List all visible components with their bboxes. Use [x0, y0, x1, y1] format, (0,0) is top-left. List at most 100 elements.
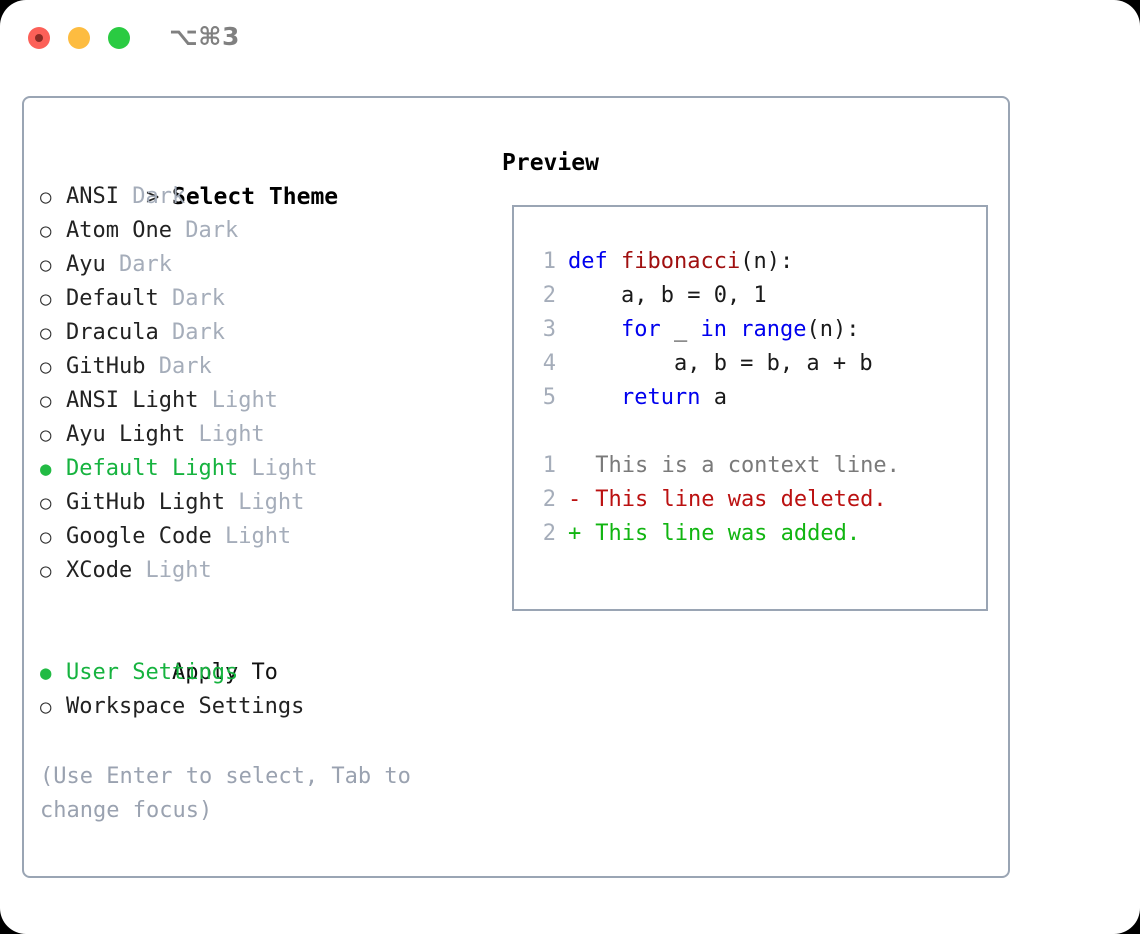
minimize-window-button[interactable]: [68, 27, 90, 49]
code-token-kw: in: [700, 317, 727, 342]
maximize-window-button[interactable]: [108, 27, 130, 49]
theme-option-kind: Dark: [171, 320, 225, 345]
code-token-kw: range: [740, 317, 807, 342]
code-line: 5 return a: [530, 381, 873, 415]
diff-gutter: [556, 483, 568, 517]
radio-selected-icon: ●: [40, 458, 52, 480]
radio-selected-icon: ●: [40, 662, 52, 684]
radio-unselected-icon: ○: [40, 696, 52, 718]
main-panel: >Select Theme ○ANSI Dark○Atom One Dark○A…: [22, 96, 1010, 878]
code-token-plain: (n):: [806, 317, 860, 342]
code-token-kw: return: [620, 385, 701, 410]
code-token-fn: fibonacci: [620, 249, 741, 274]
apply-to-options[interactable]: ●User Settings○Workspace Settings: [40, 656, 480, 724]
radio-unselected-icon: ○: [40, 560, 52, 582]
diff-gutter: [556, 449, 568, 483]
theme-option-xcode[interactable]: ○ XCode Light: [40, 554, 480, 588]
theme-option-label: ANSI Light: [66, 388, 212, 413]
theme-option-label: XCode: [66, 558, 146, 583]
theme-list-header: >Select Theme: [40, 146, 480, 210]
theme-list-header-label: Select Theme: [171, 184, 339, 210]
radio-unselected-icon: ○: [40, 424, 52, 446]
theme-option-kind: Light: [238, 490, 305, 515]
code-token-kw: def: [568, 249, 621, 274]
theme-option-github[interactable]: ○GitHub Dark: [40, 350, 480, 384]
theme-option-label: ANSI: [66, 184, 133, 209]
theme-option-label: Ayu: [66, 252, 119, 277]
theme-option-google-code[interactable]: ○Google Code Light: [40, 520, 480, 554]
theme-option-label: Default: [66, 286, 172, 311]
diff-line-number: 2: [542, 521, 556, 546]
theme-option-ansi-light[interactable]: ○ ANSI Light Light: [40, 384, 480, 418]
code-gutter: [556, 279, 568, 313]
diff-sign: +: [568, 521, 582, 546]
theme-option-ayu[interactable]: ○ Ayu Dark: [40, 248, 480, 282]
code-line: 4 a, b = b, a + b: [530, 347, 873, 381]
code-token-plain: [568, 317, 621, 342]
theme-option-ayu-light[interactable]: ○Ayu Light Light: [40, 418, 480, 452]
theme-option-github-light[interactable]: ○GitHub Light Light: [40, 486, 480, 520]
apply-to-header-label: Apply To: [171, 660, 278, 685]
theme-option-default[interactable]: ○ Default Dark: [40, 282, 480, 316]
code-token-plain: _: [660, 317, 701, 342]
code-line-number: 4: [542, 351, 556, 376]
code-gutter: [556, 381, 568, 415]
code-token-plain: a, b = b, a + b: [568, 351, 873, 376]
theme-option-atom-one[interactable]: ○ Atom One Dark: [40, 214, 480, 248]
code-token-plain: [727, 317, 740, 342]
window-title: ⌥⌘3: [169, 22, 240, 51]
radio-unselected-icon: ○: [40, 492, 52, 514]
spacer: [40, 588, 480, 622]
code-token-plain: a: [700, 385, 727, 410]
theme-option-kind: Light: [211, 388, 278, 413]
radio-unselected-icon: ○: [40, 526, 52, 548]
theme-option-label: Atom One: [66, 218, 186, 243]
diff-line-text: This line was added.: [582, 521, 861, 546]
apply-to-option-workspace-settings[interactable]: ○Workspace Settings: [40, 690, 480, 724]
close-icon: [35, 34, 43, 42]
code-token-kw: for: [620, 317, 661, 342]
code-token-plain: [568, 385, 621, 410]
theme-list-column: >Select Theme ○ANSI Dark○Atom One Dark○A…: [40, 146, 480, 724]
theme-options[interactable]: ○ANSI Dark○Atom One Dark○Ayu Dark○Defaul…: [40, 180, 480, 588]
diff-sample: 1 This is a context line. 2 - This line w…: [530, 449, 900, 551]
diff-line-number: 2: [542, 487, 556, 512]
diff-sign: [568, 449, 582, 483]
radio-unselected-icon: ○: [40, 356, 52, 378]
theme-option-ansi[interactable]: ○ANSI Dark: [40, 180, 480, 214]
code-line: 2 a, b = 0, 1: [530, 279, 873, 313]
radio-unselected-icon: ○: [40, 288, 52, 310]
radio-unselected-icon: ○: [40, 390, 52, 412]
theme-option-label: Google Code: [66, 524, 225, 549]
code-line-number: 5: [542, 385, 556, 410]
diff-line-number: 1: [542, 453, 556, 478]
preview-title: Preview: [502, 150, 599, 176]
theme-option-label: Dracula: [66, 320, 172, 345]
code-token-plain: (n):: [740, 249, 794, 274]
apply-to-header: Apply To: [40, 622, 480, 685]
apply-to-option-user-settings[interactable]: ●User Settings: [40, 656, 480, 690]
keyboard-hint: (Use Enter to select, Tab to change focu…: [40, 764, 411, 823]
code-line-number: 2: [542, 283, 556, 308]
diff-line: 1 This is a context line.: [530, 449, 900, 483]
theme-option-kind: Light: [145, 558, 212, 583]
radio-unselected-icon: ○: [40, 322, 52, 344]
code-line: 1 def fibonacci(n):: [530, 245, 873, 279]
theme-option-kind: Light: [198, 422, 265, 447]
theme-option-default-light[interactable]: ●Default Light Light: [40, 452, 480, 486]
theme-option-kind: Dark: [118, 252, 172, 277]
code-line-number: 1: [542, 249, 556, 274]
theme-option-kind: Dark: [158, 354, 212, 379]
radio-unselected-icon: ○: [40, 220, 52, 242]
theme-option-kind: Dark: [185, 218, 239, 243]
radio-unselected-icon: ○: [40, 254, 52, 276]
code-line-number: 3: [542, 317, 556, 342]
diff-sign: -: [568, 487, 582, 512]
theme-option-kind: Dark: [132, 184, 186, 209]
theme-option-kind: Dark: [171, 286, 225, 311]
code-token-plain: a, b = 0, 1: [568, 283, 767, 308]
theme-option-dracula[interactable]: ○ Dracula Dark: [40, 316, 480, 350]
